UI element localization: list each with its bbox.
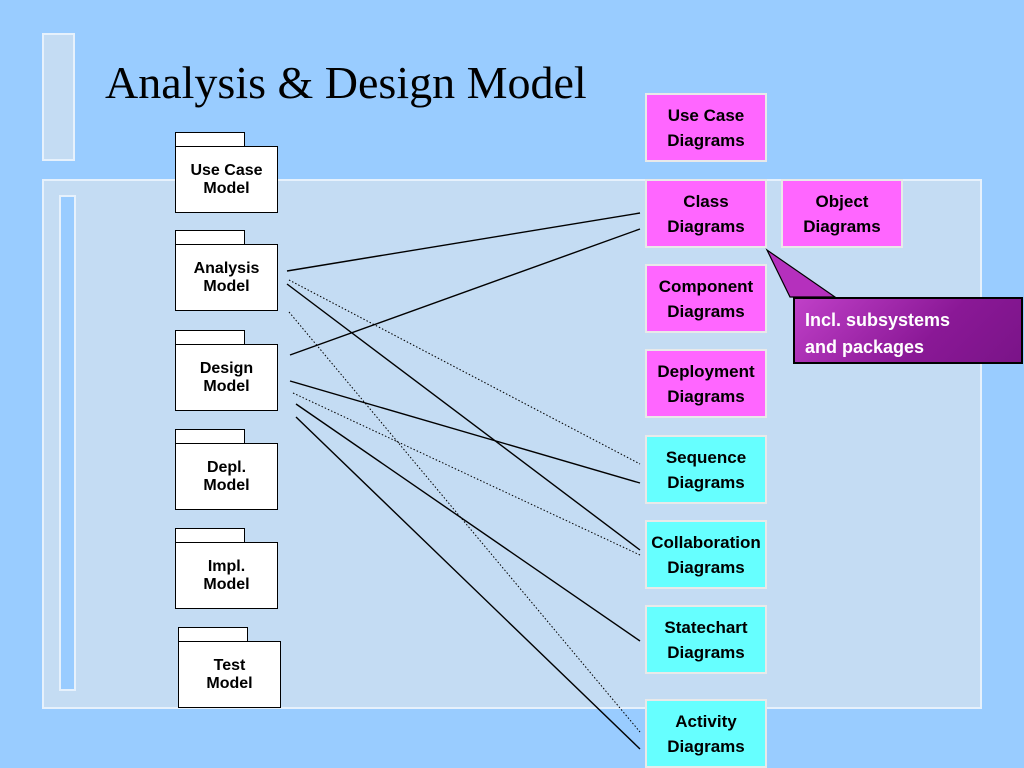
connector-design-class: [289, 228, 641, 356]
object-diagrams-box: Object Diagrams: [781, 179, 903, 248]
deployment-diagrams-box: Deployment Diagrams: [645, 349, 767, 418]
connector-analysis-sequence: [288, 279, 641, 465]
sequence-diagrams-box: Sequence Diagrams: [645, 435, 767, 504]
impl-model: Impl. Model: [175, 542, 278, 609]
connector-design-activity: [295, 416, 641, 750]
test-model: Test Model: [178, 641, 281, 708]
analysis-model-tab: [175, 230, 245, 245]
connector-design-collaboration: [292, 392, 641, 556]
decorative-bar-inner: [59, 195, 76, 691]
connector-analysis-class: [286, 212, 641, 272]
depl-model-tab: [175, 429, 245, 444]
use-case-model: Use Case Model: [175, 146, 278, 213]
connector-design-sequence: [289, 380, 641, 484]
connector-analysis-collaboration: [286, 283, 641, 551]
use-case-diagrams-box: Use Case Diagrams: [645, 93, 767, 162]
callout-pointer: [765, 248, 837, 298]
analysis-model: Analysis Model: [175, 244, 278, 311]
depl-model: Depl. Model: [175, 443, 278, 510]
decorative-bar-top: [42, 33, 75, 161]
impl-model-tab: [175, 528, 245, 543]
statechart-diagrams-box: Statechart Diagrams: [645, 605, 767, 674]
subsystems-callout: Incl. subsystems and packages: [793, 297, 1023, 364]
component-diagrams-box: Component Diagrams: [645, 264, 767, 333]
activity-diagrams-box: Activity Diagrams: [645, 699, 767, 768]
design-model: Design Model: [175, 344, 278, 411]
connector-analysis-activity: [288, 311, 641, 733]
connector-design-statechart: [295, 403, 641, 642]
test-model-tab: [178, 627, 248, 642]
design-model-tab: [175, 330, 245, 345]
use-case-model-tab: [175, 132, 245, 147]
collaboration-diagrams-box: Collaboration Diagrams: [645, 520, 767, 589]
class-diagrams-box: Class Diagrams: [645, 179, 767, 248]
slide-title: Analysis & Design Model: [105, 57, 587, 108]
